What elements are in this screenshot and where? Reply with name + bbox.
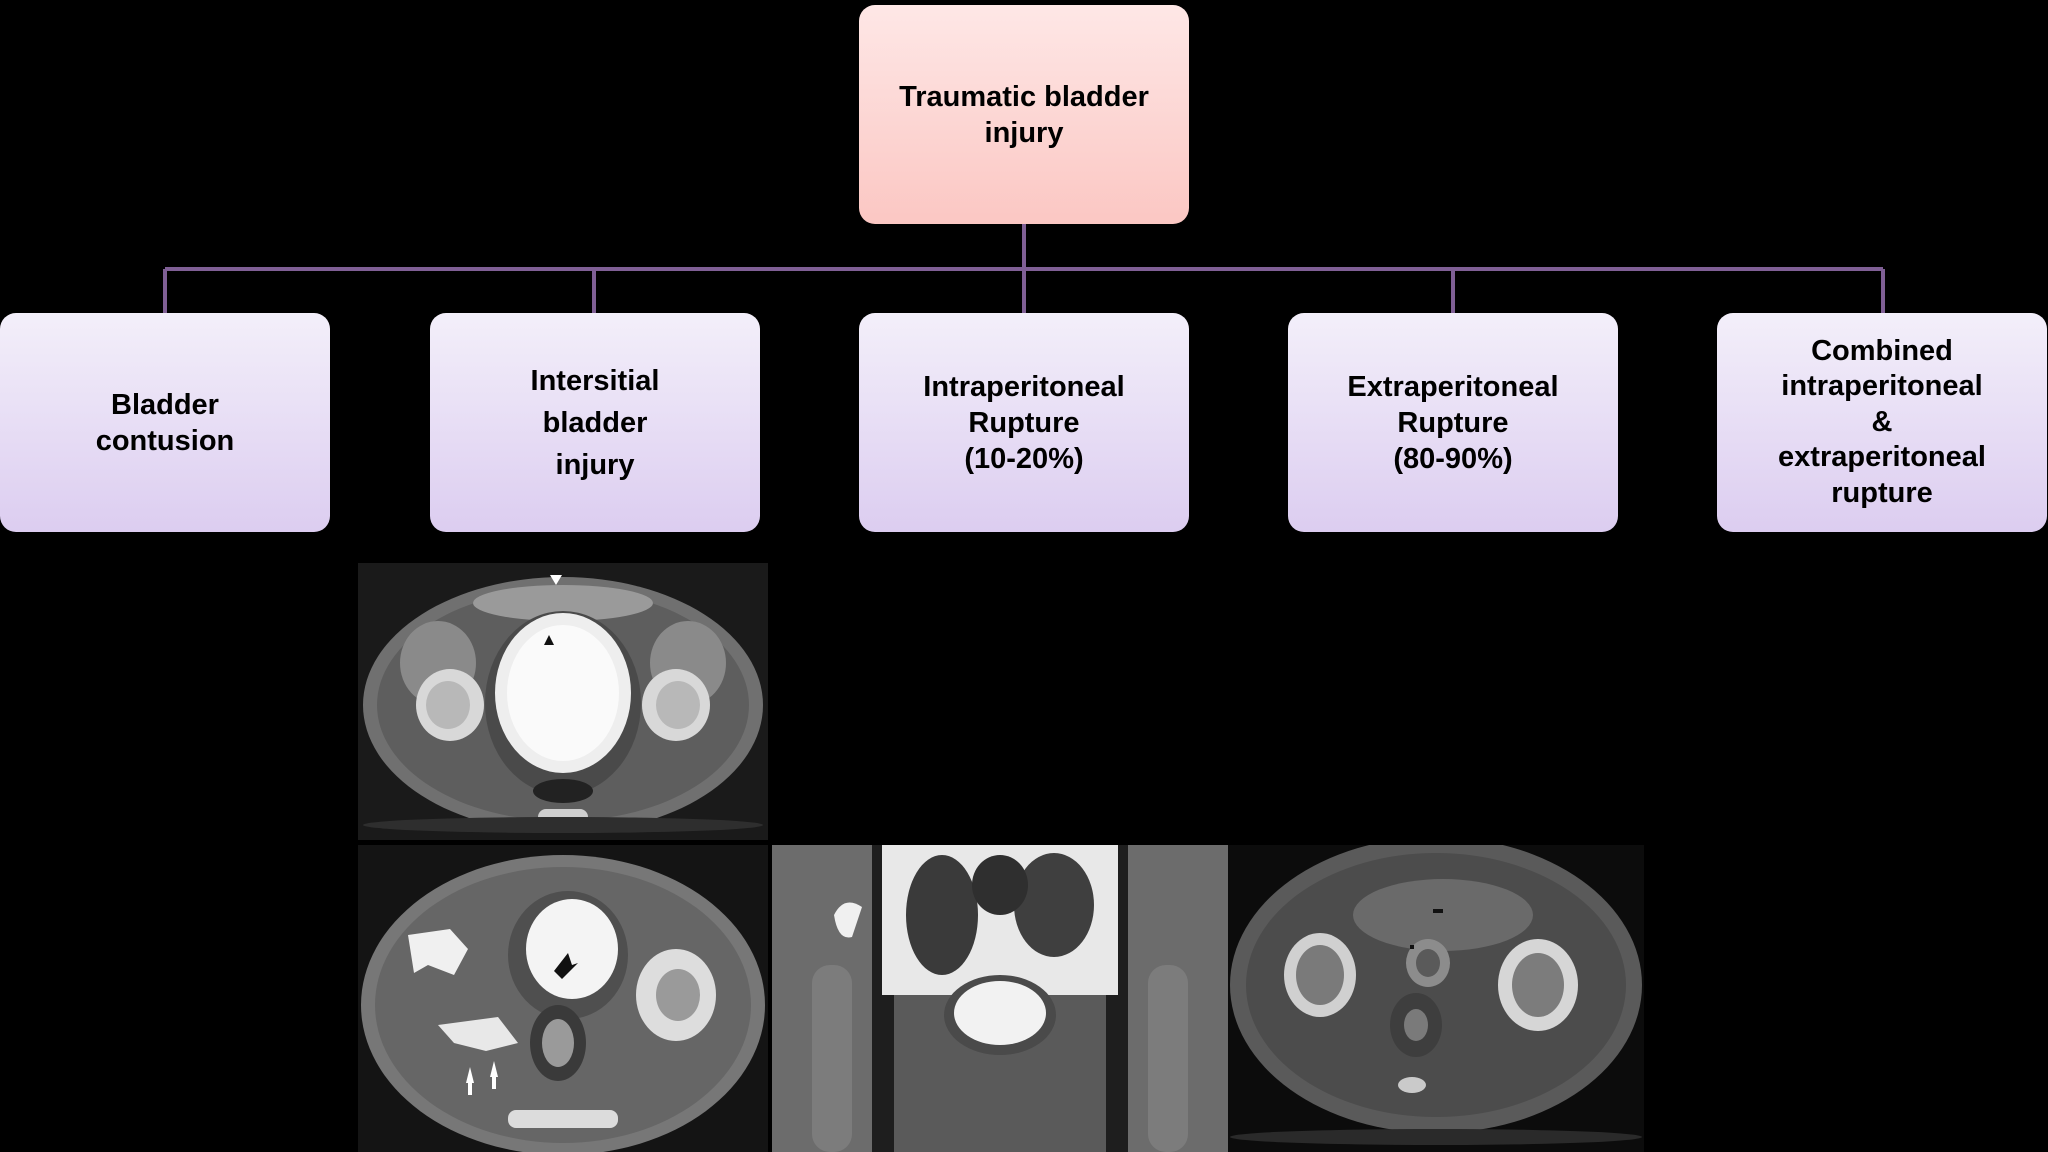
node-line: Rupture <box>968 406 1080 439</box>
node-line: contusion <box>95 424 235 457</box>
ct-axial-bladder-lower-image <box>358 845 768 1152</box>
node-intraperitoneal-rupture: Intraperitoneal Rupture (10-20%) <box>859 313 1189 532</box>
node-bladder-contusion: Bladder contusion <box>0 313 330 532</box>
node-line: injury <box>555 448 635 481</box>
root-line-1: Traumatic bladder <box>899 80 1149 113</box>
node-line: & <box>1871 405 1893 438</box>
node-line: (80-90%) <box>1393 442 1513 475</box>
node-line: Intersitial <box>530 364 660 397</box>
node-line: Intraperitoneal <box>923 370 1125 403</box>
node-line: Extraperitoneal <box>1347 370 1559 403</box>
node-line: Rupture <box>1397 406 1509 439</box>
root-node-traumatic-bladder-injury: Traumatic bladder injury <box>859 5 1189 224</box>
node-line: intraperitoneal <box>1781 370 1983 403</box>
ct-coronal-pelvis-image <box>772 845 1228 1152</box>
node-line: Combined <box>1811 334 1953 367</box>
ct-axial-bladder-upper-image <box>358 563 768 840</box>
node-line: bladder <box>542 406 648 439</box>
ct-axial-pelvis-bone-image <box>1228 845 1644 1152</box>
node-line: (10-20%) <box>964 442 1084 475</box>
node-line: rupture <box>1831 476 1933 509</box>
node-interstitial-bladder-injury: Intersitial bladder injury <box>430 313 760 532</box>
node-extraperitoneal-rupture: Extraperitoneal Rupture (80-90%) <box>1288 313 1618 532</box>
node-line: extraperitoneal <box>1778 441 1986 474</box>
node-line: Bladder <box>111 388 219 421</box>
node-combined-rupture: Combined intraperitoneal & extraperitone… <box>1717 313 2047 532</box>
root-line-2: injury <box>984 116 1064 149</box>
